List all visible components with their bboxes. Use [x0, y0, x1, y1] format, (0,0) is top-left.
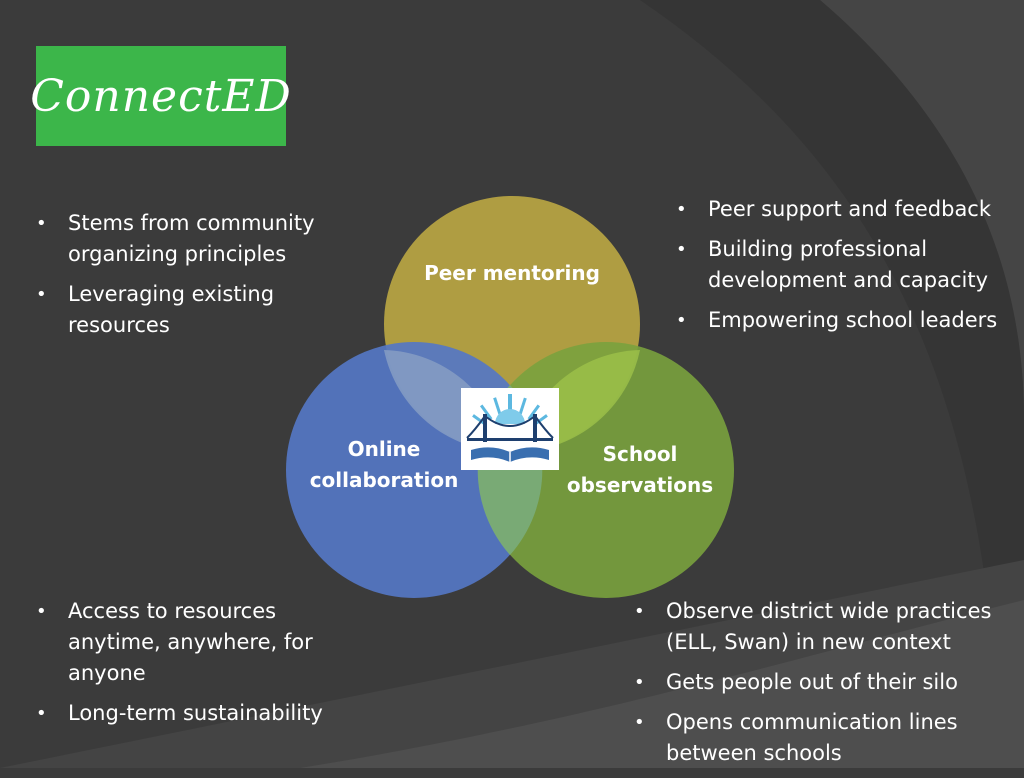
- bullet-item: Peer support and feedback: [676, 194, 1006, 225]
- label-school-observations: School observations: [566, 442, 714, 497]
- bullets-bottom-right: Observe district wide practices (ELL, Sw…: [634, 596, 1014, 778]
- bullets-top-left: Stems from community organizing principl…: [36, 208, 336, 350]
- label-online-collaboration: Online collaboration: [309, 437, 459, 492]
- connected-logo: ConnectED: [30, 46, 291, 146]
- bullet-item: Empowering school leaders: [676, 305, 1006, 336]
- bullet-item: Observe district wide practices (ELL, Sw…: [634, 596, 1014, 658]
- bullet-item: Building professional development and ca…: [676, 234, 1006, 296]
- bullet-item: Gets people out of their silo: [634, 667, 1014, 698]
- bullet-item: Leveraging existing resources: [36, 279, 336, 341]
- bullets-bottom-left: Access to resources anytime, anywhere, f…: [36, 596, 346, 738]
- bullet-item: Long-term sustainability: [36, 698, 346, 729]
- bullet-item: Opens communication lines between school…: [634, 707, 1014, 769]
- bullets-top-right: Peer support and feedback Building profe…: [676, 194, 1006, 345]
- bullet-item: Stems from community organizing principl…: [36, 208, 336, 270]
- label-peer-mentoring: Peer mentoring: [424, 261, 600, 285]
- logo-text: ConnectED: [30, 70, 292, 122]
- bridge-book-logo-icon: [461, 388, 559, 470]
- bullet-item: Access to resources anytime, anywhere, f…: [36, 596, 346, 689]
